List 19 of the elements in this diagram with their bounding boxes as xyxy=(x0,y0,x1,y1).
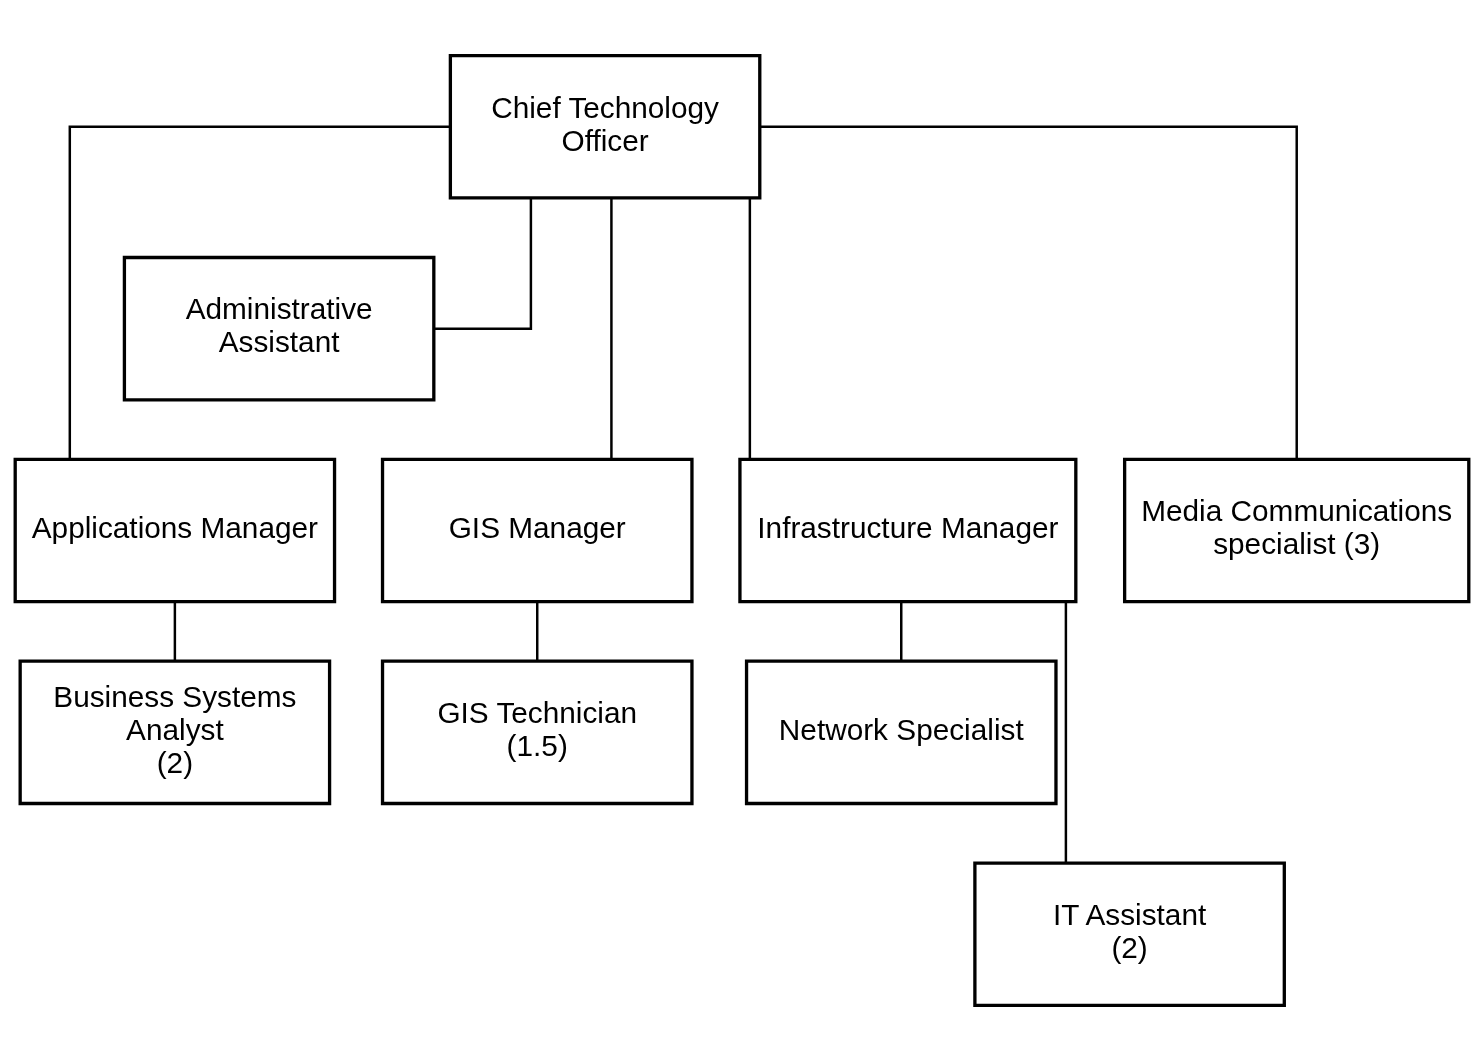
node-box: Infrastructure Manager xyxy=(738,457,1078,603)
connector xyxy=(900,601,903,661)
connector xyxy=(1064,601,1068,863)
node-box: Chief Technology Officer xyxy=(448,53,762,200)
connector xyxy=(173,601,177,661)
connector xyxy=(536,601,539,661)
node-box: Media Communications specialist (3) xyxy=(1123,457,1471,603)
connector xyxy=(434,197,533,330)
connector xyxy=(610,197,613,459)
node-box: IT Assistant (2) xyxy=(973,860,1286,1007)
node-box: Applications Manager xyxy=(13,457,337,603)
node-box: Business Systems Analyst (2) xyxy=(18,659,332,805)
connector xyxy=(759,125,1298,459)
node-box: Administrative Assistant xyxy=(122,255,436,401)
connector xyxy=(748,197,752,459)
node-box: GIS Technician (1.5) xyxy=(380,659,694,805)
node-box: Network Specialist xyxy=(744,659,1058,805)
connector xyxy=(68,125,451,459)
node-box: GIS Manager xyxy=(380,457,694,603)
